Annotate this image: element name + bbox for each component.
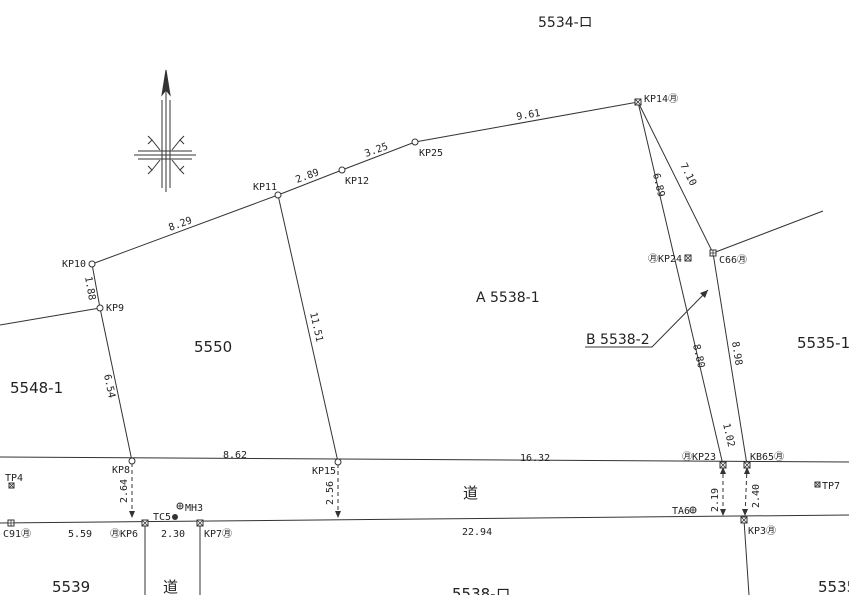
label-c91: C91㊊: [3, 528, 31, 540]
kp9-marker: [96, 304, 104, 312]
label-kp24: ㊊KP24: [648, 253, 682, 265]
road-label: 道: [463, 484, 478, 502]
boundary-kp14-kp23: [637, 101, 724, 466]
dim-2-40: 2.40: [751, 484, 762, 508]
dim-22-94: 22.94: [462, 527, 492, 538]
parcel-5534-ro: 5534-ロ: [538, 15, 593, 31]
dim-6-54: 6.54: [101, 373, 117, 399]
label-tc5: TC5: [153, 512, 171, 523]
boundary-5550-a: [277, 194, 339, 463]
parcel-5548-1: 5548-1: [10, 379, 63, 397]
kp15-marker: [334, 458, 342, 466]
dim-9-61: 9.61: [516, 108, 542, 123]
label-c66: C66㊊: [719, 254, 747, 266]
compass-rose-icon: [134, 69, 196, 192]
label-mh3: MH3: [185, 503, 203, 514]
offset-arrowheads: [129, 467, 750, 518]
label-kp12: KP12: [345, 176, 369, 187]
label-kp25: KP25: [419, 148, 443, 159]
dim-2-30: 2.30: [161, 529, 185, 540]
dim-1-88: 1.88: [82, 276, 97, 302]
offset-lines: [131, 463, 748, 518]
boundary-left: [91, 263, 133, 462]
kp25-marker: [411, 138, 419, 146]
label-kp15: KP15: [312, 466, 336, 477]
label-kb65: KB65㊊: [750, 451, 784, 463]
label-kp10: KP10: [62, 259, 86, 270]
dim-8-80: 8.80: [690, 343, 706, 369]
boundary-5548: [0, 307, 101, 326]
b-pointer-arrowhead: [700, 290, 708, 298]
label-ta6: TA6: [672, 506, 690, 517]
label-kp9: KP9: [106, 303, 124, 314]
boundary-lines: [0, 101, 849, 595]
offset-kb65: [744, 466, 748, 517]
parcel-5550: 5550: [194, 338, 232, 356]
parcel-a-5538-1: A 5538-1: [476, 290, 540, 306]
kp11-marker: [274, 191, 282, 199]
label-kp3: KP3㊊: [748, 525, 776, 537]
label-tp4: TP4: [5, 473, 23, 484]
parcel-5539: 5539: [52, 578, 90, 595]
dim-2-19: 2.19: [710, 488, 721, 512]
b-pointer: [585, 289, 709, 348]
road-south-edge: [0, 514, 849, 524]
dim-8-62: 8.62: [223, 450, 247, 461]
dim-5-59: 5.59: [68, 529, 92, 540]
parcel-5535: 5535: [818, 578, 849, 595]
label-kp7: KP7㊊: [204, 528, 232, 540]
kp10-marker: [88, 260, 96, 268]
dim-8-98: 8.98: [729, 341, 744, 367]
label-kp8: KP8: [112, 465, 130, 476]
kp12-marker: [338, 166, 346, 174]
marker-crosses: [8, 98, 821, 527]
kp8-marker: [128, 457, 136, 465]
tc5-marker: [172, 514, 178, 520]
boundary-kp14-kb65: [637, 101, 748, 466]
label-kp6: ㊊KP6: [110, 528, 138, 540]
parcel-5535-1: 5535-1: [797, 334, 849, 352]
boundary-5535: [712, 210, 824, 254]
dim-6-89: 6.89: [650, 172, 666, 198]
road-north-edge: [0, 456, 849, 463]
label-tp7: TP7: [822, 481, 840, 492]
dim-1-02: 1.02: [720, 422, 736, 448]
boundary-kp3-south: [743, 519, 750, 595]
parcel-b-5538-2: B 5538-2: [586, 332, 650, 348]
dim-7-10: 7.10: [677, 161, 698, 187]
label-kp14: KP14㊊: [644, 93, 678, 105]
label-kp11: KP11: [253, 182, 277, 193]
dim-16-32: 16.32: [520, 453, 550, 464]
label-kp23: ㊊KP23: [682, 451, 716, 463]
parcel-5538-ro: 5538-ロ: [452, 585, 511, 595]
dim-2-56: 2.56: [325, 481, 336, 505]
side-road-label: 道: [163, 578, 178, 595]
dim-2-64: 2.64: [119, 479, 130, 503]
